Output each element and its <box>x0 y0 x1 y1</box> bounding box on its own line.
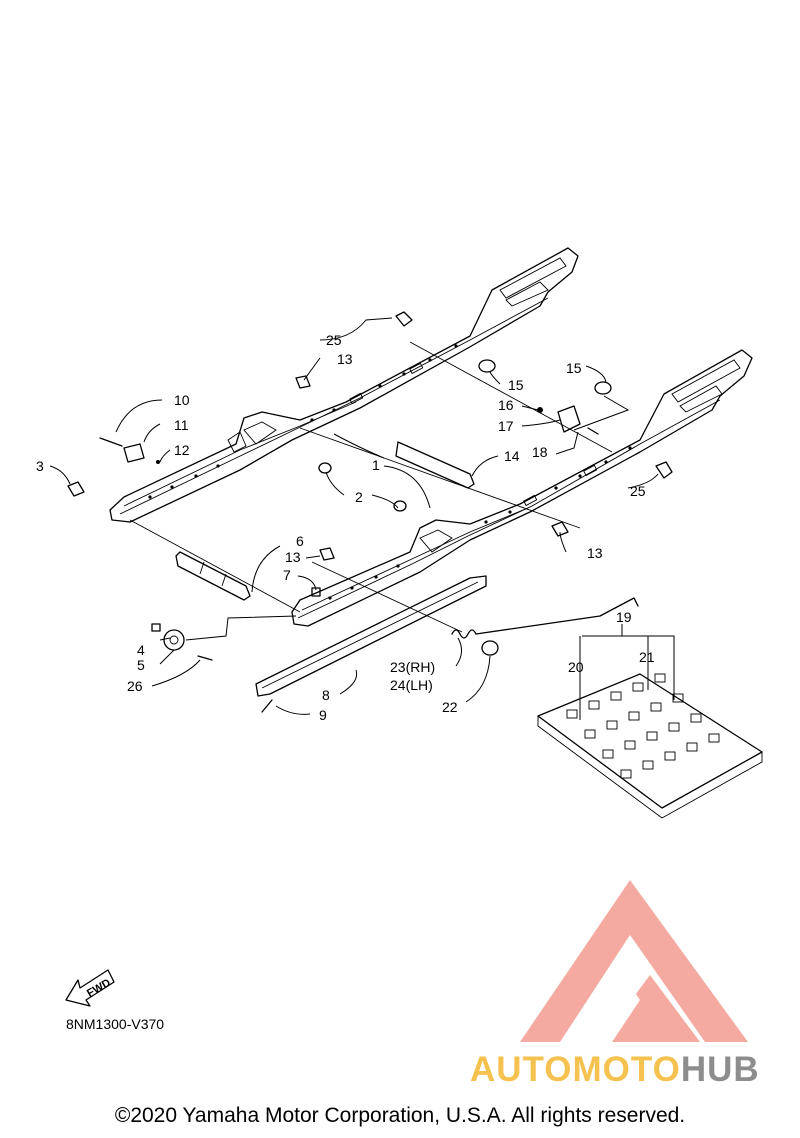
track-lug <box>584 729 596 739</box>
watermark-part2: HUB <box>680 1050 760 1089</box>
callout-25-top: 25 <box>326 332 342 348</box>
callout-12: 12 <box>174 442 190 458</box>
track-lug <box>654 673 666 683</box>
callout-11: 11 <box>174 417 189 433</box>
track-lug <box>610 691 622 701</box>
fwd-label: FWD <box>85 977 113 1000</box>
right-slide-rail <box>291 349 753 627</box>
callout-18: 18 <box>532 444 548 460</box>
callout-13-mid: 13 <box>285 549 301 565</box>
track-lug <box>624 740 636 750</box>
track-lug <box>686 742 698 752</box>
callout-15-right: 15 <box>566 360 582 376</box>
fwd-arrow: FWD <box>65 969 115 1007</box>
cross-shafts <box>129 341 613 633</box>
callout-19: 19 <box>616 609 632 625</box>
callout-1: 1 <box>372 457 380 473</box>
callout-10: 10 <box>174 392 190 408</box>
callout-6: 6 <box>296 533 304 549</box>
hardware <box>67 311 673 713</box>
watermark-part1: AUTOMOTO <box>470 1050 681 1089</box>
track-lug <box>620 769 632 779</box>
track-lug <box>632 682 644 692</box>
callout-24-lh: 24(LH) <box>390 677 433 693</box>
callout-20: 20 <box>568 659 584 675</box>
callout-14: 14 <box>504 448 520 464</box>
callout-25-right: 25 <box>630 483 646 499</box>
callout-21: 21 <box>639 649 655 665</box>
callout-26: 26 <box>127 678 143 694</box>
track-lug <box>606 720 618 730</box>
callout-17: 17 <box>498 418 514 434</box>
callout-22: 22 <box>442 699 458 715</box>
leader-lines <box>49 317 675 720</box>
track-lug <box>566 709 578 719</box>
callout-9: 9 <box>319 707 327 723</box>
track-lug <box>708 733 720 743</box>
automotohub-logo <box>520 880 748 1042</box>
callout-4: 4 <box>137 642 145 658</box>
copyright-notice: ©2020 Yamaha Motor Corporation, U.S.A. A… <box>114 1104 686 1127</box>
watermark-text: AUTOMOTOHUB <box>470 1050 760 1090</box>
track-lug <box>628 711 640 721</box>
callout-13-right: 13 <box>587 545 603 561</box>
diagram-code: 8NM1300-V370 <box>66 1016 165 1032</box>
track-lug <box>646 731 658 741</box>
callout-15-left: 15 <box>508 377 524 393</box>
callout-16: 16 <box>498 397 514 413</box>
callout-13-top: 13 <box>337 351 353 367</box>
callout-8: 8 <box>322 687 330 703</box>
track-lug <box>690 713 702 723</box>
slider-runner <box>255 575 487 697</box>
callout-2: 2 <box>355 489 363 505</box>
track-lug <box>668 722 680 732</box>
left-slide-rail <box>109 247 579 523</box>
callout-7: 7 <box>283 567 291 583</box>
track-lug <box>642 760 654 770</box>
callout-labels: 1 2 3 4 5 6 7 8 9 10 11 12 13 13 13 14 1… <box>36 332 655 723</box>
track-lug <box>602 749 614 759</box>
track-lug <box>672 693 684 703</box>
track-lug <box>588 700 600 710</box>
track-belt <box>537 673 763 819</box>
track-lug <box>664 751 676 761</box>
callout-23-rh: 23(RH) <box>390 659 435 675</box>
callout-5: 5 <box>137 657 145 673</box>
track-lug <box>650 702 662 712</box>
callout-3: 3 <box>36 458 44 474</box>
